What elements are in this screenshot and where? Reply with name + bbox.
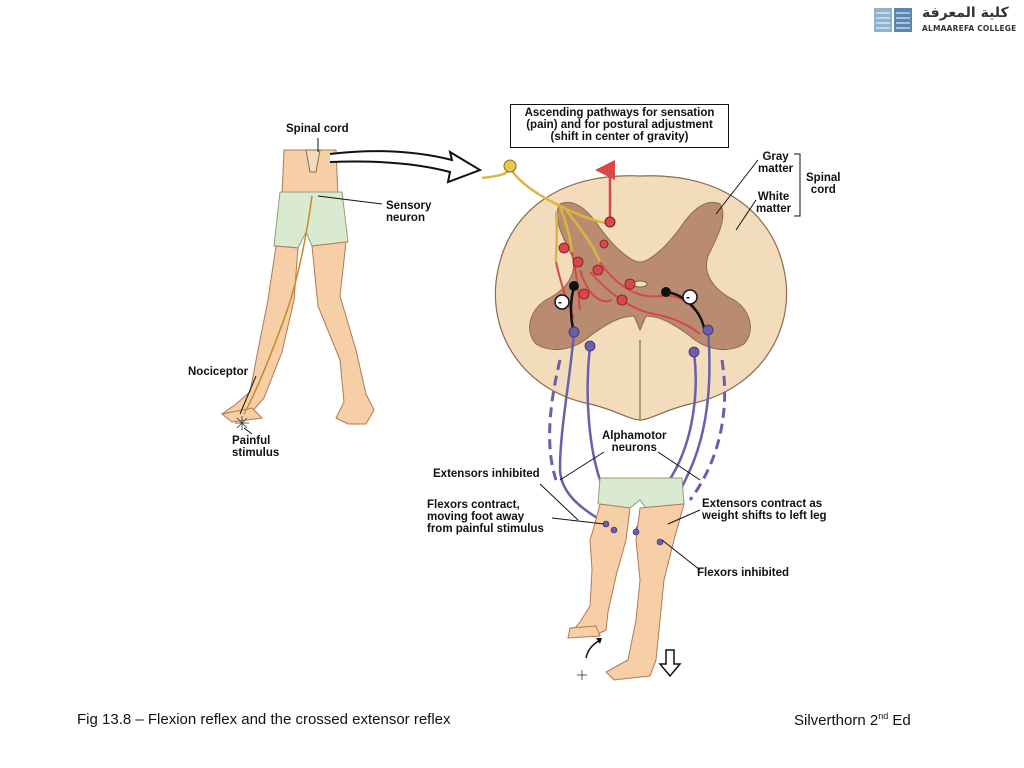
connection-arrow	[329, 149, 483, 184]
spinal-cord-cross-section	[494, 175, 788, 421]
interneuron-cell-bodies	[558, 239, 636, 306]
inhibitory-sign-right-icon	[682, 289, 698, 305]
source-citation-tail: Ed	[888, 712, 911, 729]
college-logo: كلية المعرفة ALMAAREFA COLLEGE	[872, 4, 1022, 38]
label-spinal-cord-right: Spinal cord	[806, 172, 841, 196]
motor-cell-bodies	[568, 324, 714, 358]
label-gray-matter-line2: matter	[758, 163, 794, 175]
label-extensors-contract-line1: Extensors contract as	[702, 498, 823, 510]
source-citation-sup: nd	[878, 711, 889, 721]
source-citation: Silverthorn 2nd Ed	[794, 711, 911, 729]
withdrawal-arrow-icon	[585, 639, 601, 659]
lower-figure-shorts	[597, 477, 685, 509]
logo-arabic-text: كلية المعرفة	[922, 5, 1009, 21]
muscle-nerve-endings	[602, 520, 664, 546]
lower-figure-foot-flexed	[567, 625, 601, 639]
label-ascending-line3: (shift in center of gravity)	[550, 131, 689, 143]
label-spinal-cord-top: Spinal cord	[286, 123, 349, 135]
label-white-matter: White matter	[756, 191, 791, 215]
lower-figure	[567, 477, 685, 681]
label-flexors-contract: Flexors contract, moving foot away from …	[427, 499, 544, 535]
label-gray-matter: Gray matter	[758, 151, 793, 175]
lower-stimulus-icon	[577, 670, 587, 680]
weight-shift-arrow-icon	[658, 649, 682, 678]
label-nociceptor: Nociceptor	[188, 366, 249, 378]
label-ascending-pathways-box: Ascending pathways for sensation (pain) …	[510, 104, 729, 148]
left-figure-sensory-path	[243, 195, 313, 415]
painful-stimulus-icon	[235, 416, 249, 430]
label-alphamotor-line1: Alphamotor	[602, 430, 667, 442]
left-figure-leg-back	[221, 245, 299, 421]
label-gray-matter-line1: Gray	[762, 151, 789, 163]
label-flexors-contract-line2: moving foot away	[427, 511, 525, 523]
label-spinal-cord-right-line1: Spinal	[806, 172, 841, 184]
label-sensory-neuron-line2: neuron	[386, 212, 425, 224]
label-flexors-contract-line1: Flexors contract,	[427, 499, 520, 511]
right-leader-lines	[539, 153, 801, 571]
left-leader-lines	[239, 138, 383, 435]
inhibitory-sign-left-icon	[554, 294, 570, 310]
logo-latin-text: ALMAAREFA COLLEGE	[922, 24, 1017, 33]
label-painful-stimulus-line1: Painful	[232, 435, 271, 447]
label-ascending-line2: (pain) and for postural adjustment	[526, 119, 713, 131]
alphamotor-dashed-paths	[548, 359, 727, 501]
flexion-reflex-diagram	[220, 138, 801, 681]
label-painful-stimulus-line2: stimulus	[232, 447, 280, 459]
source-citation-main: Silverthorn 2	[794, 712, 879, 729]
lower-figure-leg-standing	[605, 503, 685, 681]
label-ascending-line1: Ascending pathways for sensation	[524, 107, 715, 119]
label-white-matter-line2: matter	[756, 203, 792, 215]
ascending-neuron-icon	[604, 216, 616, 228]
label-extensors-contract: Extensors contract as weight shifts to l…	[702, 498, 827, 522]
label-sensory-neuron: Sensory neuron	[386, 200, 431, 224]
label-painful-stimulus: Painful stimulus	[232, 435, 279, 459]
label-white-matter-line1: White	[757, 191, 790, 203]
college-logo-icon	[874, 8, 912, 32]
label-alphamotor-neurons: Alphamotor neurons	[602, 430, 667, 454]
label-extensors-contract-line2: weight shifts to left leg	[702, 510, 827, 522]
label-inhibitory-sign-left: -	[558, 295, 562, 309]
left-figure-spinal-marker	[305, 149, 321, 173]
label-sensory-neuron-line1: Sensory	[386, 200, 432, 212]
dorsal-root-ganglion-icon	[503, 159, 517, 173]
label-spinal-cord-right-line2: cord	[810, 184, 836, 196]
left-figure-leg-front	[311, 241, 375, 425]
label-flexors-inhibited: Flexors inhibited	[697, 567, 790, 579]
label-extensors-inhibited: Extensors inhibited	[433, 468, 540, 480]
label-inhibitory-sign-right: -	[686, 290, 690, 304]
label-flexors-contract-line3: from painful stimulus	[427, 523, 544, 535]
figure-caption: Fig 13.8 – Flexion reflex and the crosse…	[77, 711, 451, 728]
left-figure	[220, 149, 375, 430]
label-alphamotor-line2: neurons	[611, 442, 657, 454]
